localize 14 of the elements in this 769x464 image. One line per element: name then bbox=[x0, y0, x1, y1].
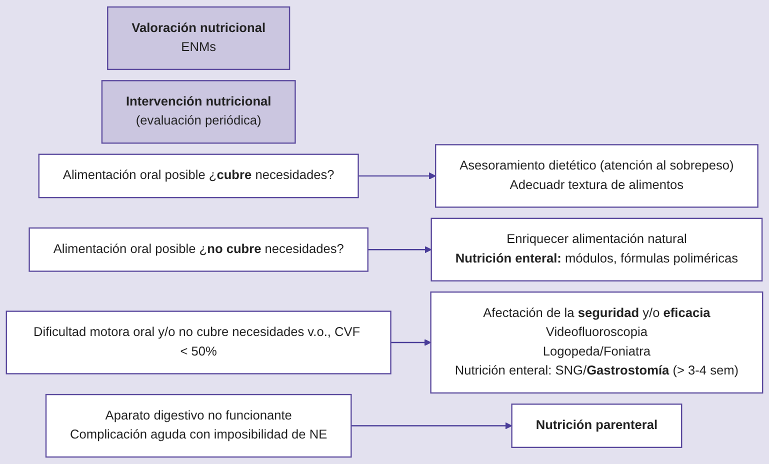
node-box: Intervención nutricional (evaluación periódica) bbox=[101, 80, 296, 144]
arrow bbox=[390, 338, 432, 346]
arrow bbox=[368, 246, 432, 254]
node-box: Afectación de la seguridad y/o eficacia Videofluoroscopia Logopeda/Foniatra Nutrición enteral: SNG/Gastrostomía (> 3-4 sem) bbox=[430, 291, 764, 394]
arrow bbox=[351, 422, 512, 430]
arrow bbox=[358, 172, 436, 180]
node-box: Asesoramiento dietético (atención al sobrepeso) Adecuadr textura de alimentos bbox=[434, 144, 758, 208]
node-box: Dificultad motora oral y/o no cubre necesidades v.o., CVF < 50% bbox=[6, 310, 392, 374]
node-box: Enriquecer alimentación natural Nutrición enteral: módulos, fórmulas poliméricas bbox=[430, 218, 763, 282]
node-box: Aparato digestivo no funcionante Complicación aguda con imposibilidad de NE bbox=[45, 394, 352, 458]
node-box: Nutrición parenteral bbox=[511, 404, 682, 448]
node-box: Valoración nutricional ENMs bbox=[107, 6, 290, 70]
node-box: Alimentación oral posible ¿cubre necesidades? bbox=[38, 154, 359, 198]
node-box: Alimentación oral posible ¿no cubre necesidades? bbox=[28, 227, 368, 272]
